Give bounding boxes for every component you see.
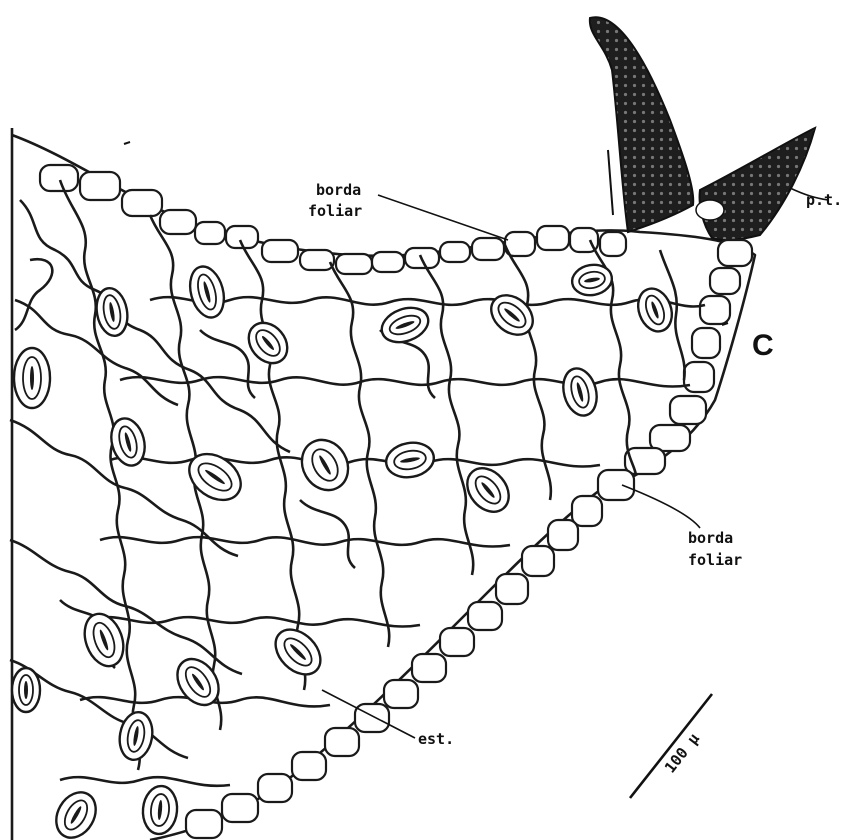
stoma xyxy=(116,710,156,763)
panel-letter: C xyxy=(752,329,774,362)
trichome-group xyxy=(590,17,815,240)
trichome-stroke xyxy=(608,150,613,215)
stoma xyxy=(570,262,615,298)
stoma xyxy=(48,785,103,840)
speck xyxy=(124,142,130,144)
stoma xyxy=(383,439,436,481)
stoma xyxy=(483,287,540,343)
stoma xyxy=(632,284,677,336)
trichome-small xyxy=(700,128,815,240)
leader-line-top-margin xyxy=(378,195,508,240)
stoma xyxy=(12,668,40,712)
stoma xyxy=(93,286,131,338)
label-borda-foliar-top-1: borda xyxy=(316,181,361,199)
stoma xyxy=(558,365,601,420)
trichome-base-cell xyxy=(696,200,724,220)
scale-bar-label: 100 µ xyxy=(661,730,703,777)
stoma xyxy=(459,460,517,520)
stoma xyxy=(181,445,250,510)
stoma xyxy=(14,348,50,408)
trichome-large xyxy=(590,17,693,232)
label-borda-foliar-right-1: borda xyxy=(688,529,733,547)
scale-bar: 100 µ xyxy=(630,694,712,798)
label-trichome: p.t. xyxy=(806,191,842,209)
label-borda-foliar-right-2: foliar xyxy=(688,551,742,569)
label-borda-foliar-top-2: foliar xyxy=(308,202,362,220)
label-stomata: est. xyxy=(418,730,454,748)
stoma xyxy=(141,785,179,836)
stoma xyxy=(293,431,357,498)
stoma xyxy=(185,263,229,322)
stoma xyxy=(267,621,329,683)
stoma xyxy=(377,302,433,348)
